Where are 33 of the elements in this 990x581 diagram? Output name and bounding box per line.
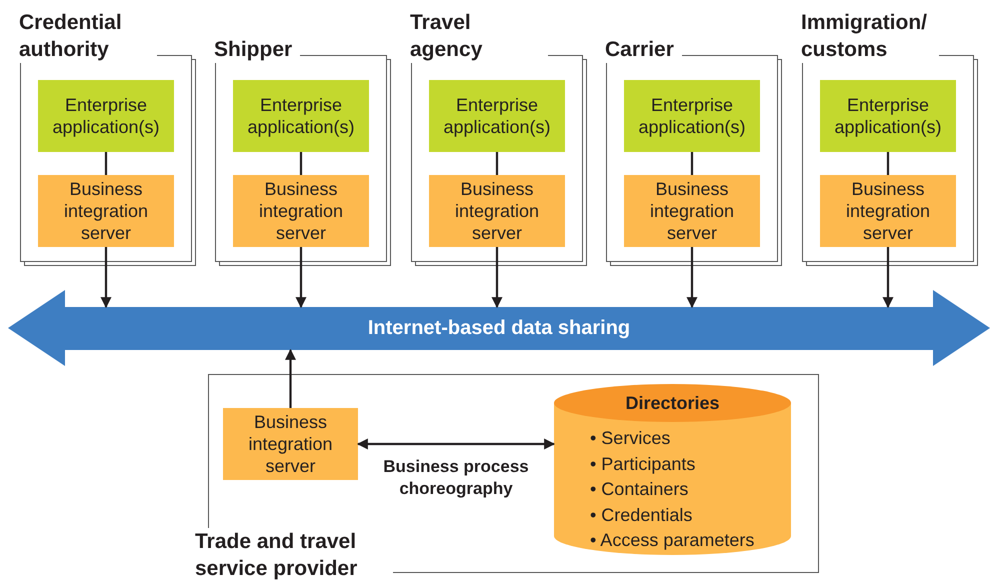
application-box: Enterprise application(s) [624, 80, 760, 152]
arrow [100, 247, 112, 308]
arrow [882, 247, 894, 308]
application-box: Enterprise application(s) [820, 80, 956, 152]
cylinder-heading: Directories [624, 392, 721, 414]
directory-item: • Services [590, 427, 672, 450]
connector-line [886, 152, 890, 175]
server-box: Business integration server [223, 408, 358, 480]
application-box: Enterprise application(s) [429, 80, 565, 152]
directory-item: • Containers [590, 478, 690, 501]
application-box: Enterprise application(s) [38, 80, 174, 152]
data-sharing-arrow [8, 290, 990, 366]
server-box: Business integration server [233, 175, 369, 247]
arrow [686, 247, 698, 308]
directory-item: • Credentials [590, 504, 694, 526]
arrow [296, 247, 306, 308]
connector-line [104, 152, 108, 175]
server-box: Business integration server [429, 175, 565, 247]
connector-line [300, 152, 302, 175]
server-box: Business integration server [624, 175, 760, 247]
arrow [285, 348, 296, 408]
arrow [356, 438, 556, 450]
application-box: Enterprise application(s) [233, 80, 369, 152]
directory-item: • Participants [590, 452, 696, 476]
server-box: Business integration server [38, 175, 174, 247]
arrow-label: Internet-based data sharing [366, 316, 632, 340]
server-box: Business integration server [820, 175, 956, 247]
directory-cylinder [554, 384, 791, 556]
connector-line [690, 152, 694, 175]
connector-line [496, 152, 498, 175]
directory-item: • Access parameters [590, 529, 754, 552]
frame-heading: Trade and travel service provider [195, 528, 393, 581]
arrow [492, 247, 502, 308]
